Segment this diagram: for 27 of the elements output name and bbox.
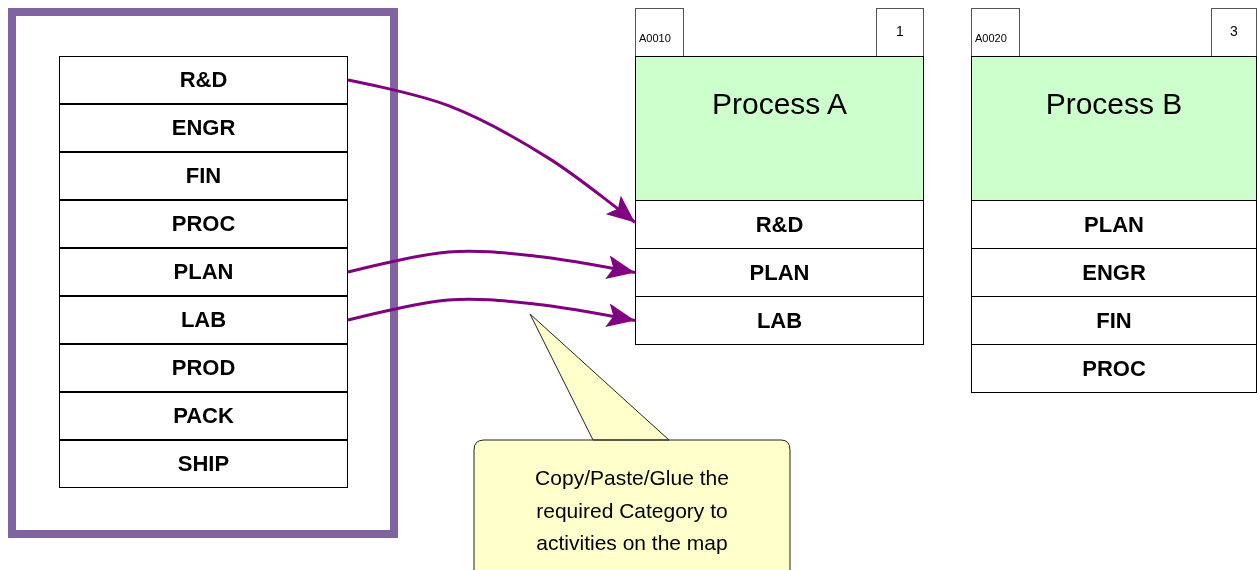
category-cell: PROD (59, 344, 348, 392)
node-number: 3 (1211, 8, 1257, 57)
category-cell: PROC (59, 200, 348, 248)
activity-code: A0010 (635, 8, 684, 57)
category-cell: ENGR (971, 248, 1257, 297)
node-number: 1 (876, 8, 924, 57)
category-cell: LAB (635, 296, 924, 345)
category-cell: R&D (59, 56, 348, 104)
panel-frame (8, 8, 398, 538)
category-cell: PACK (59, 392, 348, 440)
category-cell: ENGR (59, 104, 348, 152)
category-cell: FIN (59, 152, 348, 200)
connector-arrow (347, 78, 636, 224)
category-cell: R&D (635, 200, 924, 249)
category-cell: SHIP (59, 440, 348, 488)
callout-text: Copy/Paste/Glue the required Category to activities on the map (534, 465, 730, 557)
category-cell: PLAN (971, 200, 1257, 249)
category-cell: LAB (59, 296, 348, 344)
connector-arrow (347, 297, 636, 328)
process-header: Process B (971, 56, 1257, 201)
category-cell: FIN (971, 296, 1257, 345)
category-cell: PROC (971, 344, 1257, 393)
activity-code: A0020 (971, 8, 1020, 57)
category-cell: PLAN (59, 248, 348, 296)
process-header: Process A (635, 56, 924, 201)
category-cell: PLAN (635, 248, 924, 297)
connector-arrow (347, 249, 636, 280)
